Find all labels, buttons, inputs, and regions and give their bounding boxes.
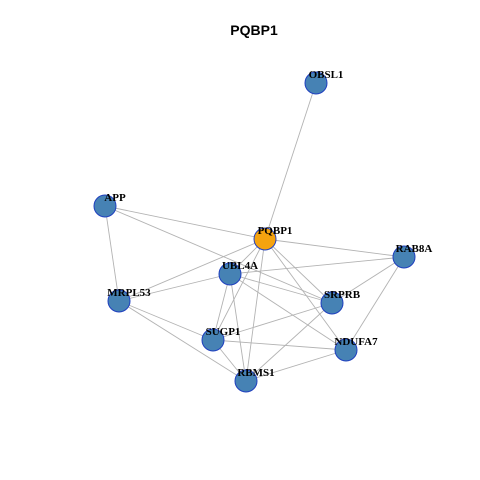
edge-app-mrpl53: [104, 205, 120, 302]
edge-pqbp1-ndufa7: [264, 238, 347, 351]
node-rab8a[interactable]: [392, 245, 416, 269]
node-app[interactable]: [93, 194, 117, 218]
edge-pqbp1-sugp1: [212, 238, 266, 341]
node-sugp1[interactable]: [201, 328, 225, 352]
node-label-pqbp1: PQBP1: [258, 225, 293, 237]
node-label-ubl4a: UBL4A: [222, 260, 258, 272]
edge-obsl1-pqbp1: [264, 82, 317, 240]
edge-mrpl53-rbms1: [118, 300, 247, 382]
edge-pqbp1-rab8a: [264, 238, 405, 258]
edge-layer: [104, 82, 405, 382]
edge-ubl4a-rab8a: [229, 256, 405, 275]
node-pqbp1[interactable]: [253, 227, 277, 251]
node-ubl4a[interactable]: [218, 262, 242, 286]
node-label-sugp1: SUGP1: [206, 326, 241, 338]
node-mrpl53[interactable]: [107, 289, 131, 313]
node-srprb[interactable]: [320, 291, 344, 315]
edge-srprb-sugp1: [212, 302, 333, 341]
node-label-app: APP: [104, 192, 126, 204]
edge-pqbp1-rbms1: [245, 238, 266, 382]
diagram-title: PQBP1: [230, 22, 278, 38]
edge-app-pqbp1: [104, 205, 266, 240]
node-ndufa7[interactable]: [334, 338, 358, 362]
edge-ubl4a-rbms1: [229, 273, 247, 382]
edge-app-srprb: [104, 205, 333, 304]
edge-ubl4a-srprb: [229, 273, 333, 304]
edge-srprb-rbms1: [245, 302, 333, 382]
node-label-obsl1: OBSL1: [309, 69, 344, 81]
edge-ubl4a-ndufa7: [229, 273, 347, 351]
node-label-rbms1: RBMS1: [237, 367, 274, 379]
edge-ubl4a-mrpl53: [118, 273, 231, 302]
node-label-mrpl53: MRPL53: [107, 287, 151, 299]
edge-rab8a-ndufa7: [345, 256, 405, 351]
node-obsl1[interactable]: [304, 71, 328, 95]
edge-rbms1-ndufa7: [245, 349, 347, 382]
edge-sugp1-ndufa7: [212, 339, 347, 351]
node-rbms1[interactable]: [234, 369, 258, 393]
edge-mrpl53-sugp1: [118, 300, 214, 341]
node-layer: [93, 71, 416, 393]
node-label-ndufa7: NDUFA7: [334, 336, 378, 348]
node-label-rab8a: RAB8A: [396, 243, 433, 255]
edge-pqbp1-srprb: [264, 238, 333, 304]
node-label-srprb: SRPRB: [324, 289, 361, 301]
edge-pqbp1-mrpl53: [118, 238, 266, 302]
edge-rab8a-srprb: [331, 256, 405, 304]
